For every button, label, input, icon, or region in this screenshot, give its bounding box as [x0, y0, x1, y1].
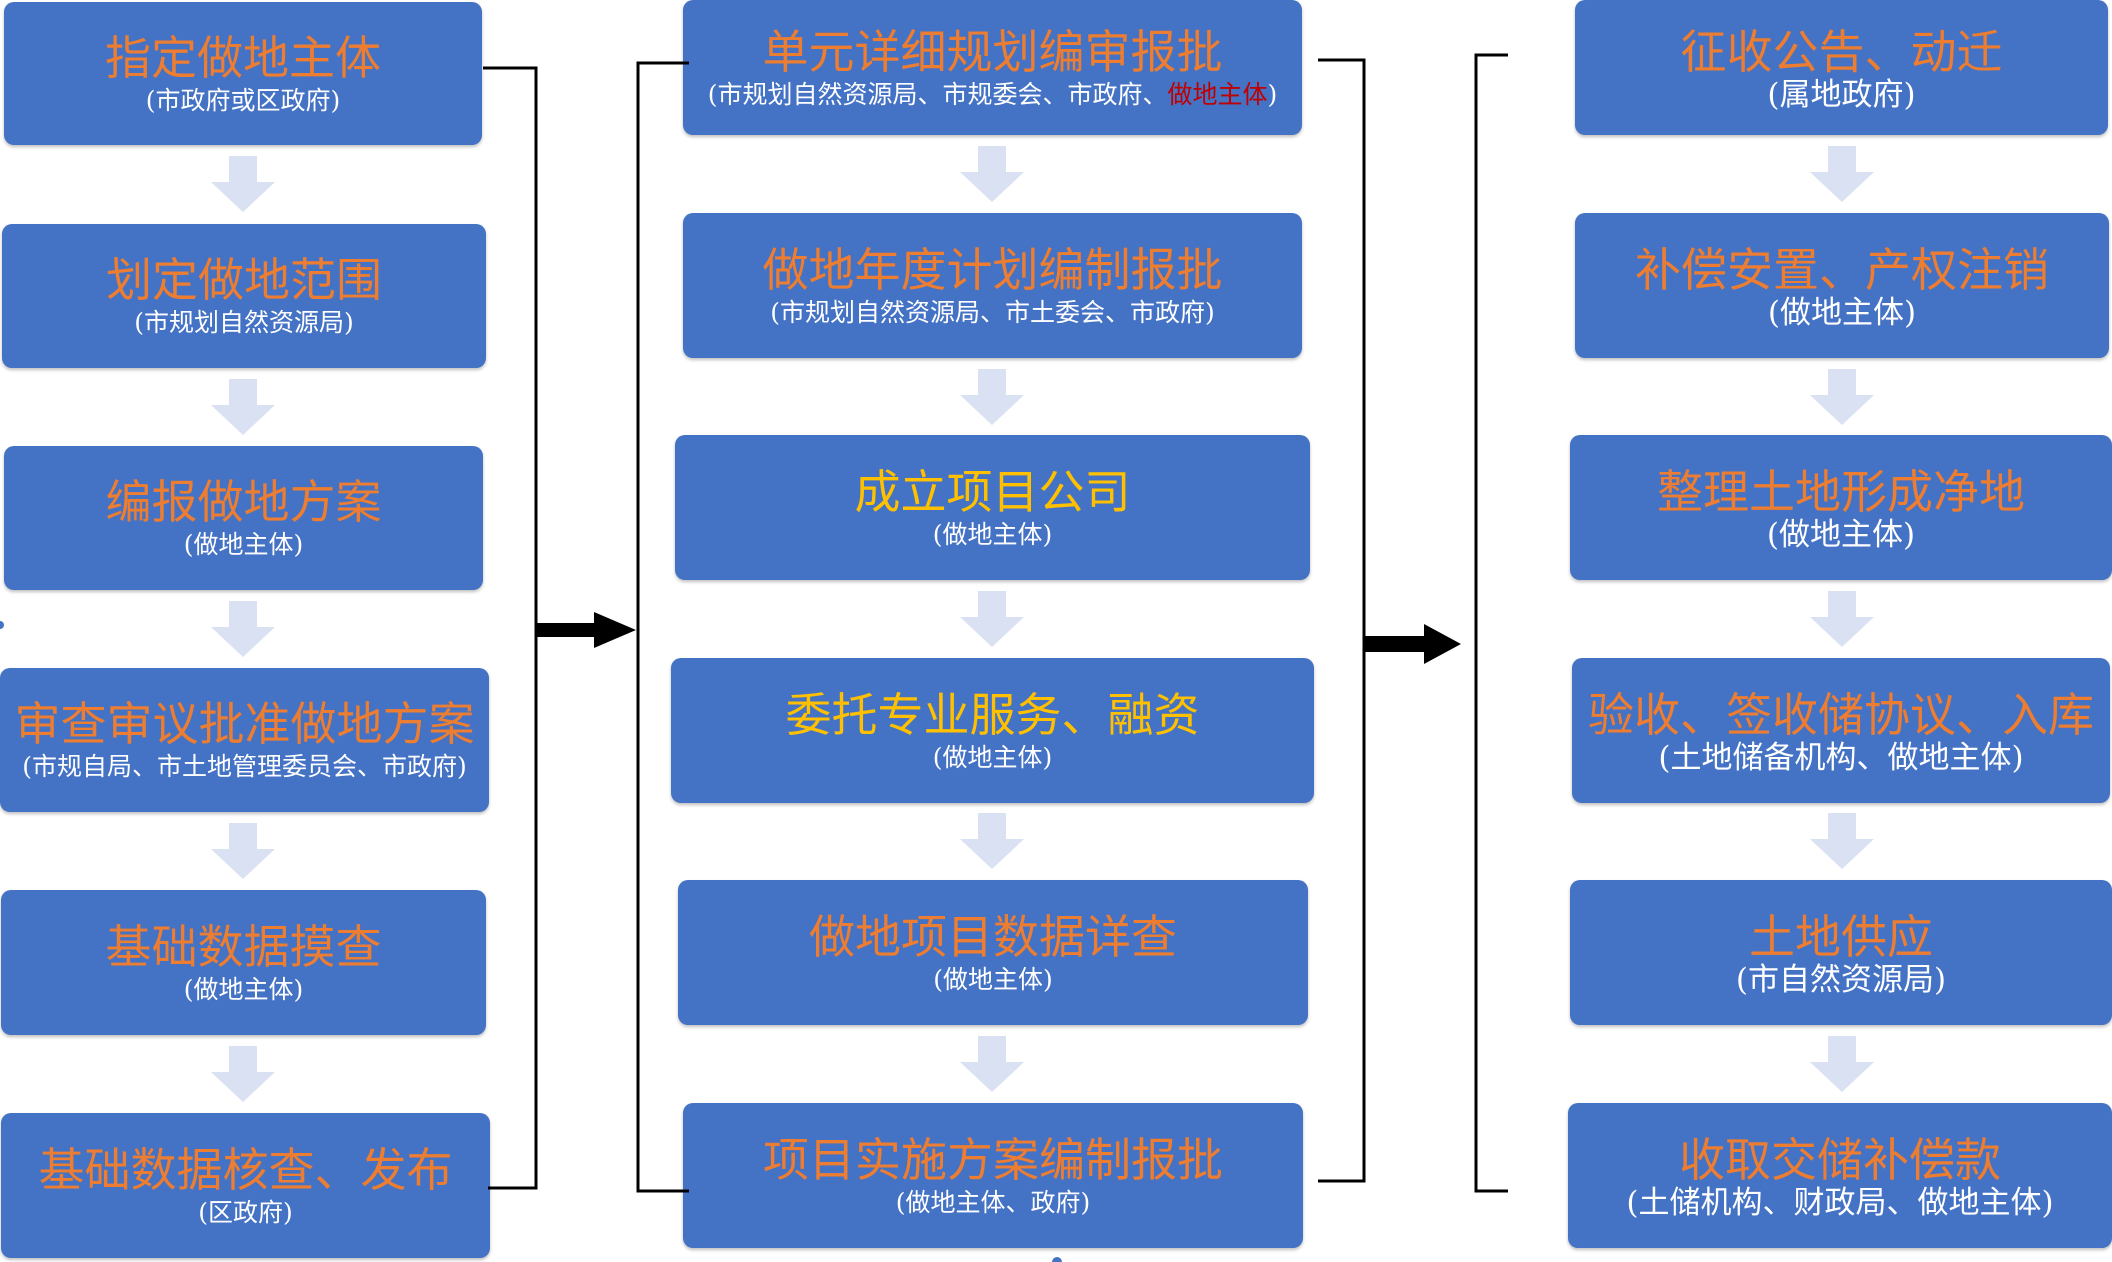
subtitle-suffix: ) — [1267, 79, 1278, 109]
step-subtitle: (做地主体) — [932, 742, 1053, 772]
down-arrow-icon — [211, 823, 275, 879]
step-title: 做地年度计划编制报批 — [762, 242, 1223, 297]
step-title: 验收、签收储协议、入库 — [1588, 687, 2094, 742]
step-title: 做地项目数据详查 — [809, 909, 1177, 964]
down-arrow-icon — [211, 156, 275, 212]
down-arrow-icon — [1810, 369, 1874, 425]
step-land-consolidation: 整理土地形成净地 (做地主体) — [1570, 435, 2112, 580]
down-arrow-icon — [211, 379, 275, 435]
down-arrow-icon — [960, 813, 1024, 869]
step-subtitle: (区政府) — [198, 1197, 293, 1227]
down-arrow-icon — [1810, 813, 1874, 869]
down-arrow-icon — [1810, 591, 1874, 647]
step-title: 编报做地方案 — [105, 475, 382, 529]
step-title: 土地供应 — [1749, 909, 1933, 964]
step-title: 审查审议批准做地方案 — [14, 697, 475, 751]
step-subtitle: (市规自局、市土地管理委员会、市政府) — [22, 752, 467, 781]
bracket-column-3 — [1474, 53, 1508, 1193]
step-title: 补偿安置、产权注销 — [1635, 242, 2049, 297]
step-subtitle: (属地政府) — [1767, 76, 1916, 113]
step-title: 划定做地范围 — [106, 253, 382, 307]
step-subtitle: (土地储备机构、做地主体) — [1658, 739, 2024, 776]
step-define-land-scope: 划定做地范围 (市规划自然资源局) — [2, 224, 486, 368]
connector-dot — [1052, 1257, 1062, 1262]
step-subtitle: (土储机构、财政局、做地主体) — [1626, 1184, 2054, 1221]
step-acceptance-storage: 验收、签收储协议、入库 (土地储备机构、做地主体) — [1572, 658, 2110, 803]
down-arrow-icon — [960, 591, 1024, 647]
step-subtitle: (做地主体) — [183, 530, 304, 559]
step-project-data-detailed-survey: 做地项目数据详查 (做地主体) — [678, 880, 1308, 1025]
down-arrow-icon — [960, 146, 1024, 202]
step-title: 指定做地主体 — [105, 30, 381, 85]
step-subtitle: (市规划自然资源局) — [134, 308, 354, 337]
step-title: 成立项目公司 — [854, 464, 1131, 519]
down-arrow-icon — [211, 601, 275, 657]
right-arrow-icon — [1364, 624, 1461, 664]
step-unit-detailed-planning: 单元详细规划编审报批 (市规划自然资源局、市规委会、市政府、做地主体) — [683, 0, 1302, 135]
down-arrow-icon — [1810, 146, 1874, 202]
connector-dot — [0, 621, 4, 629]
step-basic-data-survey: 基础数据摸查 (做地主体) — [1, 890, 486, 1035]
subtitle-highlight: 做地主体 — [1167, 79, 1268, 109]
down-arrow-icon — [960, 369, 1024, 425]
step-title: 基础数据核查、发布 — [38, 1142, 453, 1197]
step-compensation-title-cancel: 补偿安置、产权注销 (做地主体) — [1575, 213, 2109, 358]
bracket-column-2-right — [1318, 58, 1366, 1183]
step-subtitle: (做地主体) — [933, 964, 1053, 994]
step-title: 收取交储补偿款 — [1679, 1132, 2001, 1187]
step-subtitle: (做地主体) — [183, 974, 304, 1004]
step-review-approve-land-plan: 审查审议批准做地方案 (市规自局、市土地管理委员会、市政府) — [0, 668, 489, 812]
step-basic-data-verify-publish: 基础数据核查、发布 (区政府) — [1, 1113, 490, 1258]
step-subtitle: (市自然资源局) — [1735, 961, 1947, 998]
bracket-column-1 — [483, 66, 538, 1190]
subtitle-prefix: (市规划自然资源局、市规委会、市政府、 — [707, 79, 1168, 109]
step-title: 整理土地形成净地 — [1657, 464, 2025, 519]
down-arrow-icon — [1810, 1036, 1874, 1092]
step-title: 基础数据摸查 — [105, 919, 382, 974]
step-prepare-land-plan: 编报做地方案 (做地主体) — [4, 446, 483, 590]
step-subtitle: (市规划自然资源局、市土委会、市政府) — [770, 297, 1215, 327]
down-arrow-icon — [211, 1046, 275, 1102]
step-subtitle: (做地主体) — [1767, 294, 1917, 331]
step-subtitle: (做地主体) — [932, 519, 1053, 549]
down-arrow-icon — [960, 1036, 1024, 1092]
step-collect-compensation: 收取交储补偿款 (土储机构、财政局、做地主体) — [1568, 1103, 2112, 1248]
step-subtitle: (市规划自然资源局、市规委会、市政府、做地主体) — [708, 79, 1278, 111]
step-entrust-services-financing: 委托专业服务、融资 (做地主体) — [671, 658, 1314, 803]
step-subtitle: (做地主体) — [1766, 516, 1916, 553]
step-land-supply: 土地供应 (市自然资源局) — [1570, 880, 2112, 1025]
step-title: 委托专业服务、融资 — [785, 687, 1200, 742]
step-title: 征收公告、动迁 — [1680, 24, 2003, 79]
step-subtitle: (做地主体、政府) — [895, 1187, 1091, 1217]
bracket-column-2-left — [636, 61, 689, 1193]
right-arrow-icon — [536, 612, 636, 648]
step-annual-land-plan: 做地年度计划编制报批 (市规划自然资源局、市土委会、市政府) — [683, 213, 1302, 358]
step-subtitle: (市政府或区政府) — [145, 85, 341, 115]
step-establish-project-company: 成立项目公司 (做地主体) — [675, 435, 1310, 580]
step-title: 项目实施方案编制报批 — [763, 1132, 1223, 1187]
step-designate-land-subject: 指定做地主体 (市政府或区政府) — [4, 2, 482, 145]
step-expropriation-relocation: 征收公告、动迁 (属地政府) — [1575, 0, 2108, 135]
step-implementation-plan: 项目实施方案编制报批 (做地主体、政府) — [683, 1103, 1303, 1248]
step-title: 单元详细规划编审报批 — [762, 24, 1223, 79]
